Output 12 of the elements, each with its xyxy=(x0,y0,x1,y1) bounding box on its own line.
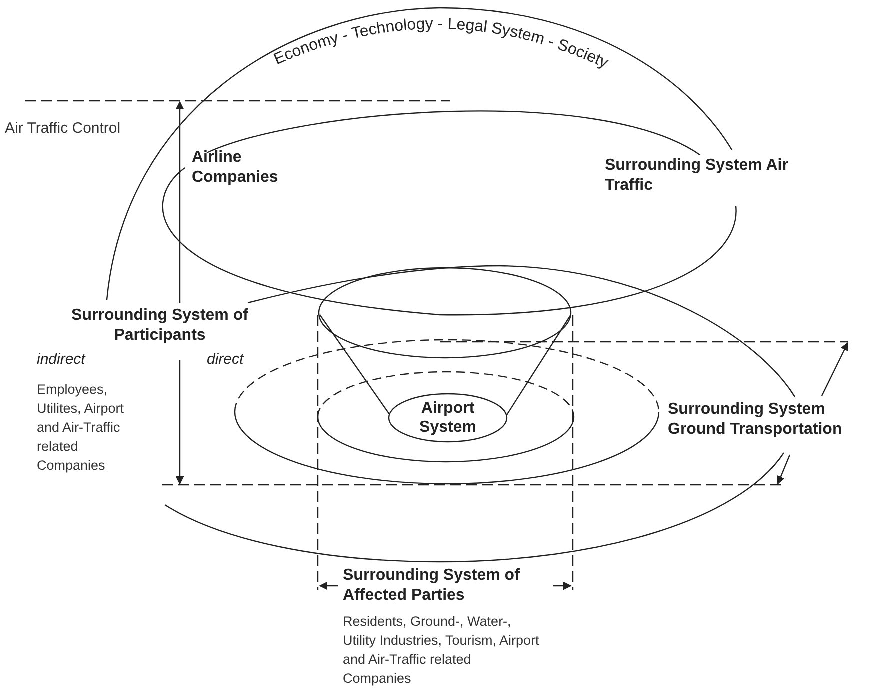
category-label: direct xyxy=(207,350,244,369)
system-label: Surrounding System of Participants xyxy=(70,306,250,346)
system-label: Surrounding System Ground Transportation xyxy=(668,400,844,440)
system-label: Airline Companies xyxy=(192,148,280,188)
category-label: indirect xyxy=(37,350,86,369)
system-label: Surrounding System Air Traffic xyxy=(605,156,790,196)
system-label: Air Traffic Control xyxy=(5,119,121,138)
system-label: Airport System xyxy=(418,399,478,437)
description-text: Residents, Ground-, Water-, Utility Industries, Tourism, Airport and Air-Traffic related Companies xyxy=(343,613,540,688)
description-text: Employees, Utilites, Airport and Air-Traffic related Companies xyxy=(37,381,126,475)
system-ellipse xyxy=(388,393,508,443)
system-label: Surrounding System of Affected Parties xyxy=(343,566,521,606)
